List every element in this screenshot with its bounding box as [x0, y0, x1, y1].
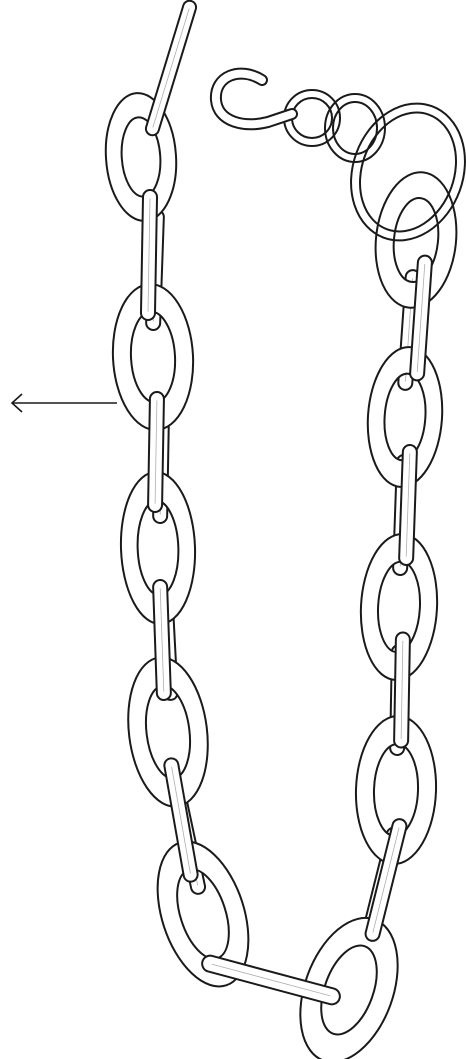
chain-edge-link-detail: [400, 640, 404, 740]
clasp-layer: [210, 67, 466, 242]
chain-edge-link: [152, 579, 172, 701]
chain-flat-link-right-2-shape: [366, 346, 444, 488]
chain-flat-link-right-4-shape: [354, 715, 438, 865]
chain-edge-link-shape: [147, 391, 165, 513]
chain-edge-link: [163, 757, 199, 883]
chain-closing-bar-detail: [211, 963, 331, 997]
chain-flat-link-left-5: [156, 840, 250, 988]
chain-edge-link: [147, 391, 165, 513]
chain-closing-bar: [201, 954, 341, 1006]
chain-flat-link-right-5: [299, 916, 399, 1059]
chain-flat-link-right-1: [374, 171, 458, 309]
pointer-arrowhead: [10, 393, 23, 413]
chain-edge-link-shape: [139, 189, 159, 321]
chain-flat-link-left-4: [127, 656, 209, 808]
chain-flat-link-left-3: [119, 471, 197, 625]
chain-flat-link-right-5-shape: [299, 916, 399, 1059]
chain-flat-link-right-2: [366, 346, 444, 488]
chain-edge-link-top-detail: [152, 8, 190, 128]
pointer-arrow-layer: [10, 393, 117, 413]
chain-flat-link-left-2-shape: [111, 283, 195, 431]
chain-edge-link-detail: [405, 453, 411, 557]
chain-edge-link: [139, 189, 159, 321]
chain-edge-link: [409, 254, 433, 382]
chain-closing-bar-shape: [201, 954, 341, 1006]
chain-edge-link-shape: [409, 254, 433, 382]
chain-flat-link-left-1-shape: [104, 92, 178, 222]
chain-edge-link-detail: [171, 766, 191, 874]
chain-flat-link-right-4: [354, 715, 438, 865]
chain-edge-link-shape: [364, 818, 408, 942]
chain-edge-link: [364, 818, 408, 942]
chain-flat-link-left-1: [104, 92, 178, 222]
chain-edge-link-shape: [398, 444, 418, 566]
chain-edge-link-detail: [372, 827, 400, 933]
chain-edge-link-detail: [159, 588, 165, 692]
chain-flat-link-left-2: [111, 283, 195, 431]
clasp-ring-small-outer: [324, 93, 386, 163]
front-links-layer: [139, 0, 433, 1006]
chain-edge-link-shape: [393, 631, 411, 749]
chain-flat-link-right-3: [359, 533, 439, 681]
chain-edge-link: [393, 631, 411, 749]
clasp-ring-small-inner: [332, 101, 378, 155]
chain-flat-link-left-5-shape: [156, 840, 250, 988]
clasp-hook: [211, 69, 296, 129]
chain-edge-link-shape: [152, 579, 172, 701]
chain-flat-link-right-3-shape: [359, 533, 439, 681]
chain-edge-link-top: [144, 0, 198, 137]
clasp-ring-small: [324, 93, 386, 163]
chain-flat-link-right-1-shape: [374, 171, 458, 309]
chain-edge-link-detail: [147, 198, 151, 312]
chain-edge-link: [398, 444, 418, 566]
chain-edge-link-detail: [416, 264, 426, 372]
chain-edge-link-top-shape: [144, 0, 198, 137]
chain-edge-link-detail: [154, 400, 158, 504]
chain-flat-link-left-4-shape: [127, 656, 209, 808]
chain-flat-link-left-3-shape: [119, 471, 197, 625]
chain-edge-link-shape: [163, 757, 199, 883]
